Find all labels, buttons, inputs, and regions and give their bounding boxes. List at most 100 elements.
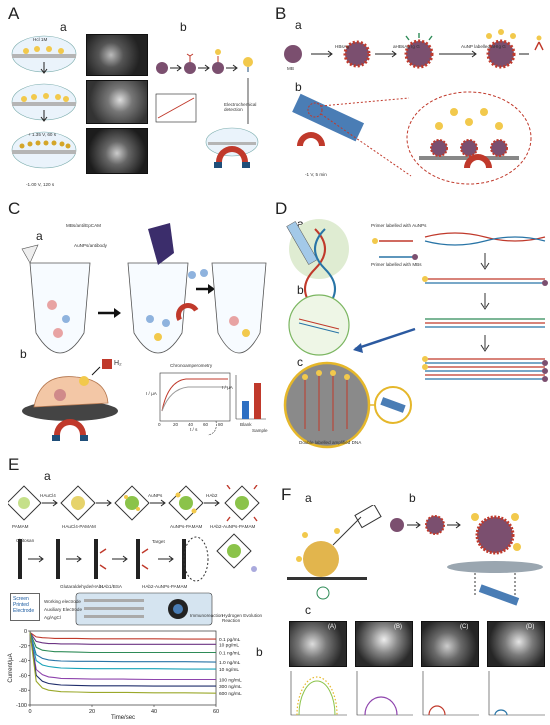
x-tick-label: 0: [28, 709, 31, 715]
flow-5: HAb2: [206, 493, 218, 498]
bar-sample: [254, 383, 261, 419]
flow2-0: Chitosan: [16, 538, 35, 543]
flow2-3: Target: [152, 539, 165, 544]
panel-f-sub-b: b: [409, 491, 416, 505]
electrode-box: Screen Printed Electrode: [10, 593, 40, 621]
primer-1: Primer labelled with AuNPs: [371, 223, 427, 228]
x-axis-label: Time/sec: [111, 715, 135, 719]
sem-image-2: [86, 80, 148, 124]
screen-printed-electrode: [75, 592, 213, 626]
flow-4: AuNPs-PAMAM: [170, 524, 203, 529]
f-sem-c-label: (C): [460, 624, 469, 630]
chrono-tick-2: 40: [188, 422, 194, 427]
panel-f-sub-c: c: [305, 603, 311, 617]
panel-a-sub-a: a: [60, 20, 67, 34]
series-label: 1.0 ng/mL: [219, 660, 241, 666]
flow-3: AuNPs: [148, 493, 163, 498]
panel-d-sub-c: c: [297, 355, 303, 369]
step-label-2: + 1.35 V, 60 s: [28, 132, 57, 137]
series-label: 100 ng/mL: [219, 677, 242, 683]
e-step-0: Immunoreaction: [190, 613, 223, 618]
f-sem-a: (A): [289, 621, 347, 667]
series-label: 0.1 ng/mL: [219, 650, 241, 656]
y-tick-label: -20: [19, 644, 27, 650]
panel-f-sub-a: a: [305, 491, 312, 505]
chrono-tick-3: 60: [203, 422, 209, 427]
reagent-2: AuNPs/antibody: [74, 243, 107, 248]
y-axis-label: Current/μA: [8, 653, 14, 682]
chart-frame: [29, 630, 217, 706]
y-tick-label: 0: [24, 629, 27, 635]
step-label-3: -1.00 V, 120 s: [26, 182, 55, 187]
f-sem-d-label: (D): [526, 624, 535, 630]
panel-c-label: C: [8, 199, 21, 218]
panel-f-scheme-b: [390, 513, 543, 606]
flow-6: HAb2-AuNPs-PAMAM: [210, 524, 256, 529]
electrode-1: Auxiliary Electrode: [44, 607, 83, 612]
panel-f-label: F: [281, 485, 292, 504]
flow2-4: HAb2-AuNPs-PAMAM: [142, 584, 188, 589]
panel-d-label: D: [275, 199, 288, 218]
f-sem-b: (B): [355, 621, 413, 667]
series-line: [29, 632, 216, 670]
panel-e: E a b PAMAM HAuCl4 HAuCl4-PAMAM AuNPs Au…: [0, 455, 272, 725]
e-step-1: Hydrogen Evolution Reaction: [222, 613, 263, 623]
flow2-1: Glutaraldehyde/HAb1: [60, 584, 104, 589]
series-label: 10 pg/mL: [219, 642, 239, 648]
panel-b-label: B: [275, 4, 287, 23]
series-line: [29, 632, 216, 687]
panel-f-scheme-a: [287, 505, 382, 600]
step-label-1: Hcl 1M: [33, 37, 48, 42]
flow2-2: HAb1/BSA: [100, 584, 122, 589]
y-tick-label: -60: [19, 673, 27, 679]
panel-b-immunoassay-steps: [284, 29, 544, 69]
x-tick-label: 20: [89, 709, 95, 715]
f-sem-d: (D): [487, 621, 545, 667]
bar-blank: [242, 401, 249, 419]
panel-e-label: E: [8, 455, 20, 474]
y-tick-label: -100: [16, 703, 27, 709]
series-line: [29, 632, 216, 645]
panel-b-sub-a: a: [295, 18, 302, 32]
chronoamperometry-plot: [159, 372, 231, 436]
d-caption: Double labelled amplified DNA: [299, 440, 362, 445]
bar-label-blank: Blank: [240, 422, 252, 427]
panel-d-sub-a: a: [297, 217, 304, 231]
panel-c: C a b MBs/anti/EpCAM AuNPs/antibody H₂: [0, 195, 270, 450]
mb-label: MB: [287, 66, 294, 71]
series-label: 0.1 pg/mL: [219, 637, 241, 643]
panel-e-sub-b: b: [256, 645, 263, 659]
panel-a-label: A: [8, 4, 20, 23]
ab-label: aHBsAg Ig G: [393, 44, 420, 49]
y-tick-label: -80: [19, 688, 27, 694]
electrode-0: Working electrode: [44, 599, 81, 604]
panel-b-sensor-scheme: [292, 91, 532, 185]
nyquist-plots: [290, 671, 545, 716]
bar-plot: [235, 375, 266, 420]
panel-a: A a b Hcl 1M + 1.35 V, 60 s -1.00 V, 120…: [0, 0, 270, 190]
aunp-label: AuNP labelled aHIg G: [461, 44, 506, 49]
panel-d-sub-b: b: [297, 283, 304, 297]
y-tick-label: -40: [19, 659, 27, 665]
reagent-1: MBs/anti/EpCAM: [66, 223, 101, 228]
bar-label-sample: Sample: [252, 428, 268, 433]
electrode-2: Ag/AgCl: [44, 615, 61, 620]
panel-d: D a b c: [275, 195, 550, 450]
x-tick-label: 60: [213, 709, 219, 715]
series-label: 10 ng/mL: [219, 667, 239, 673]
bar-ylabel: I / μA: [222, 385, 233, 390]
panel-f: F a b c (A) (B) (C) (D): [275, 455, 550, 725]
x-tick-label: 40: [151, 709, 157, 715]
chrono-tick-1: 20: [173, 422, 179, 427]
hbsag-label: HBsAg: [335, 44, 350, 49]
series-line: [29, 632, 216, 640]
chrono-tick-0: 0: [158, 422, 161, 427]
series-line: [29, 632, 217, 663]
panel-d-scheme: [283, 219, 548, 449]
panel-a-detection-scheme: [155, 49, 259, 168]
detection-label: Electrochemical detection: [224, 102, 257, 112]
f-sem-b-label: (B): [394, 624, 402, 630]
flow-0: PAMAM: [12, 524, 29, 529]
f-sem-c: (C): [421, 621, 479, 667]
h2-label: H₂: [114, 360, 122, 367]
